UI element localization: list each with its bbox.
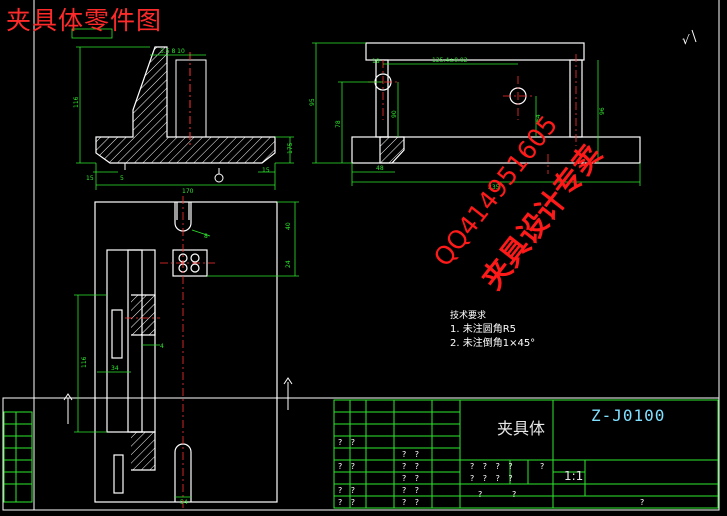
- svg-text:78: 78: [335, 120, 342, 128]
- tb-cell: ? ?: [338, 498, 359, 507]
- drawing-number: Z-J0100: [591, 406, 666, 425]
- svg-text:125.4±0.02: 125.4±0.02: [432, 57, 468, 64]
- front-view-dim-text: 15 5 170 15 175 116 3.5 8 10: [73, 48, 294, 195]
- svg-text:15: 15: [86, 175, 94, 182]
- front-view: [95, 46, 276, 183]
- roughness-mark: √: [682, 29, 697, 47]
- side-view-dim-text: 18 125.4±0.02 235 48 95 78 90 64 96: [309, 57, 606, 191]
- drawing-scale: 1:1: [564, 469, 584, 483]
- svg-text:175: 175: [287, 142, 294, 154]
- svg-text:3.5 8 10: 3.5 8 10: [160, 48, 185, 55]
- part-name: 夹具体: [497, 419, 546, 438]
- side-revision-strip: [3, 411, 33, 503]
- tb-cell: ?: [512, 490, 520, 499]
- svg-text:170: 170: [182, 188, 194, 195]
- drawing-title: 夹具体零件图: [6, 6, 163, 35]
- tb-cell: ? ?: [402, 498, 423, 507]
- tech-notes-heading: 技术要求: [450, 311, 487, 321]
- svg-text:64: 64: [535, 114, 542, 122]
- svg-text:4: 4: [160, 343, 164, 350]
- plan-view: [94, 201, 278, 503]
- side-view-dimensions: [312, 42, 641, 186]
- svg-text:24: 24: [285, 260, 292, 268]
- tb-cell: ?: [478, 490, 486, 499]
- plan-view-dimensions: [74, 201, 299, 498]
- plan-view-arrows: [63, 377, 293, 424]
- tb-cell: ? ?: [338, 438, 359, 447]
- svg-text:116: 116: [81, 356, 88, 368]
- svg-text:90: 90: [391, 110, 398, 118]
- svg-text:40: 40: [285, 222, 292, 230]
- tb-cell: ? ?: [338, 486, 359, 495]
- tb-cell: ?: [640, 498, 648, 507]
- svg-text:54: 54: [180, 499, 188, 506]
- svg-text:48: 48: [376, 165, 384, 172]
- svg-text:8: 8: [204, 233, 208, 240]
- svg-text:95: 95: [309, 98, 316, 106]
- svg-text:34: 34: [111, 365, 119, 372]
- front-view-dimensions: [71, 28, 294, 190]
- svg-text:18: 18: [372, 58, 380, 65]
- tb-cell: ? ?: [402, 462, 423, 471]
- side-view: [351, 42, 641, 164]
- tech-note-2: 2. 未注倒角1×45°: [450, 338, 536, 349]
- technical-requirements: 技术要求 1. 未注圆角R5 2. 未注倒角1×45°: [450, 309, 535, 351]
- svg-text:15: 15: [262, 167, 270, 174]
- tb-cell: ? ?: [402, 486, 423, 495]
- title-block-grid: [333, 399, 719, 509]
- tb-cell: ? ?: [402, 474, 423, 483]
- svg-text:√: √: [682, 33, 690, 47]
- svg-text:235: 235: [488, 184, 500, 191]
- tb-cell: ? ?: [402, 450, 423, 459]
- plan-view-centerlines: [125, 196, 215, 508]
- plan-view-dim-text: 40 24 116 34 4 54 8: [81, 222, 292, 506]
- tech-note-1: 1. 未注圆角R5: [450, 324, 517, 335]
- tb-cell: ? ? ? ?: [470, 462, 516, 471]
- tb-cell: ?: [540, 462, 548, 471]
- tb-cell: ? ? ? ?: [470, 474, 516, 483]
- svg-text:116: 116: [73, 96, 80, 108]
- svg-text:5: 5: [120, 175, 124, 182]
- svg-text:96: 96: [599, 107, 606, 115]
- tb-cell: ? ?: [338, 462, 359, 471]
